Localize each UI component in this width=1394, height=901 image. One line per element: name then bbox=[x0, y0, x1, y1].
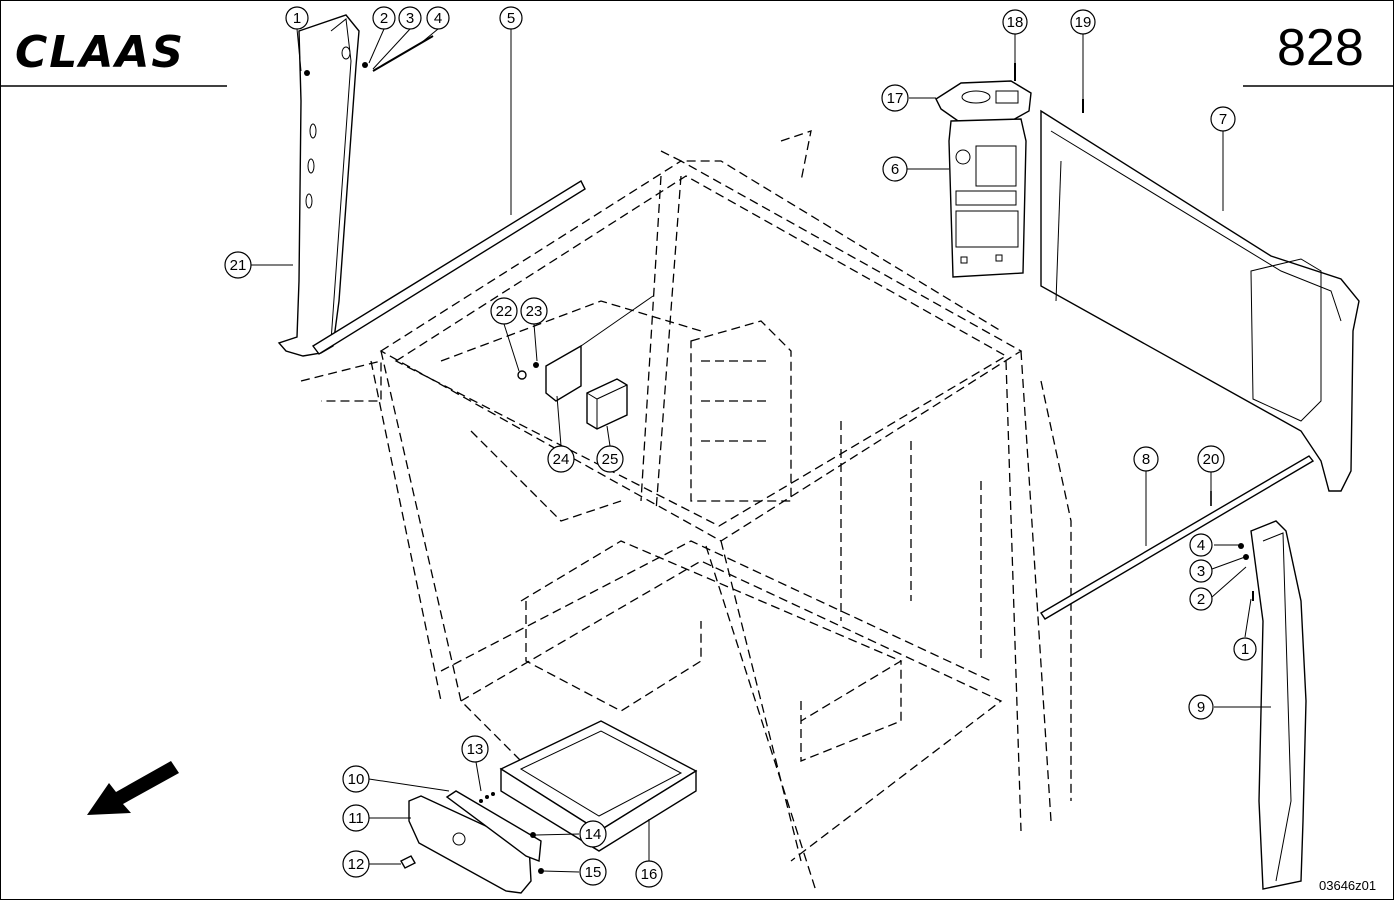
callout-21: 21 bbox=[224, 251, 252, 279]
svg-text:3: 3 bbox=[406, 10, 414, 27]
brand-logo: CLAAS bbox=[15, 27, 185, 78]
svg-text:14: 14 bbox=[585, 826, 602, 843]
svg-text:21: 21 bbox=[230, 257, 247, 274]
callout-2b: 2 bbox=[1189, 587, 1213, 611]
callout-3b: 3 bbox=[1189, 559, 1213, 583]
callout-8: 8 bbox=[1133, 446, 1159, 472]
svg-text:18: 18 bbox=[1007, 14, 1024, 31]
svg-text:16: 16 bbox=[641, 866, 658, 883]
part-13-fasteners bbox=[479, 792, 495, 803]
part-14-15-fasteners bbox=[530, 832, 544, 874]
callout-14: 14 bbox=[579, 820, 607, 848]
callout-9: 9 bbox=[1188, 694, 1214, 720]
callout-24: 24 bbox=[547, 445, 575, 473]
svg-text:11: 11 bbox=[348, 810, 364, 827]
svg-text:8: 8 bbox=[1142, 451, 1150, 468]
callout-17: 17 bbox=[881, 84, 909, 112]
svg-text:5: 5 bbox=[507, 10, 515, 27]
leader-lines bbox=[251, 28, 1271, 873]
callout-3a: 3 bbox=[398, 6, 422, 30]
callout-18: 18 bbox=[1002, 9, 1028, 35]
callout-2a: 2 bbox=[372, 6, 396, 30]
part-1-2-3-4-fasteners-right bbox=[1238, 543, 1254, 601]
callout-7: 7 bbox=[1210, 106, 1236, 132]
callout-4b: 4 bbox=[1189, 533, 1213, 557]
part-12-screw bbox=[400, 855, 416, 869]
part-17-console-cap bbox=[935, 80, 1032, 124]
callout-25: 25 bbox=[596, 445, 624, 473]
svg-text:23: 23 bbox=[526, 303, 543, 320]
svg-text:25: 25 bbox=[602, 451, 619, 468]
svg-text:7: 7 bbox=[1219, 111, 1227, 128]
part-8-trim-strip bbox=[1040, 455, 1315, 620]
callout-15: 15 bbox=[579, 858, 607, 886]
drawing-code: 03646z01 bbox=[1319, 878, 1376, 893]
svg-text:19: 19 bbox=[1075, 14, 1092, 31]
callout-20: 20 bbox=[1197, 445, 1225, 473]
svg-text:10: 10 bbox=[348, 771, 365, 788]
callout-10: 10 bbox=[342, 765, 370, 793]
svg-text:2: 2 bbox=[1197, 591, 1205, 608]
direction-arrow-icon bbox=[87, 761, 179, 815]
page-number: 828 bbox=[1277, 19, 1364, 77]
part-5-roof-strip bbox=[311, 180, 586, 355]
svg-text:20: 20 bbox=[1203, 451, 1220, 468]
part-10-handle-bracket bbox=[445, 790, 542, 862]
callout-1b: 1 bbox=[1233, 637, 1257, 661]
callout-23: 23 bbox=[520, 297, 548, 325]
svg-text:1: 1 bbox=[293, 10, 301, 27]
callout-22: 22 bbox=[490, 297, 518, 325]
part-25-cushion-block bbox=[586, 378, 628, 430]
part-9-right-pillar-trim bbox=[1250, 520, 1307, 890]
cab-frame bbox=[300, 130, 1072, 892]
callout-5: 5 bbox=[499, 6, 523, 30]
svg-text:4: 4 bbox=[1197, 537, 1205, 554]
svg-text:22: 22 bbox=[496, 303, 513, 320]
svg-text:2: 2 bbox=[380, 10, 388, 27]
part-24-bracket bbox=[517, 295, 654, 402]
callout-6: 6 bbox=[882, 156, 908, 182]
svg-text:12: 12 bbox=[348, 856, 365, 873]
part-11-drawer-front-cover bbox=[408, 795, 532, 894]
callout-11: 11 bbox=[342, 804, 370, 832]
svg-text:15: 15 bbox=[585, 864, 602, 881]
svg-text:4: 4 bbox=[434, 10, 442, 27]
callout-13: 13 bbox=[461, 735, 489, 763]
svg-text:17: 17 bbox=[887, 90, 904, 107]
svg-text:24: 24 bbox=[553, 451, 570, 468]
svg-text:13: 13 bbox=[467, 741, 484, 758]
callout-12: 12 bbox=[342, 850, 370, 878]
callout-19: 19 bbox=[1070, 9, 1096, 35]
callout-4a: 4 bbox=[426, 6, 450, 30]
part-7-rear-headliner bbox=[1040, 109, 1360, 492]
part-6-control-panel bbox=[948, 118, 1027, 278]
svg-text:3: 3 bbox=[1197, 563, 1205, 580]
svg-text:1: 1 bbox=[1241, 641, 1249, 658]
callout-16: 16 bbox=[635, 860, 663, 888]
part-21-left-pillar-trim bbox=[277, 14, 360, 357]
svg-text:9: 9 bbox=[1197, 699, 1205, 716]
svg-text:6: 6 bbox=[891, 161, 899, 178]
callout-1a: 1 bbox=[285, 6, 309, 30]
